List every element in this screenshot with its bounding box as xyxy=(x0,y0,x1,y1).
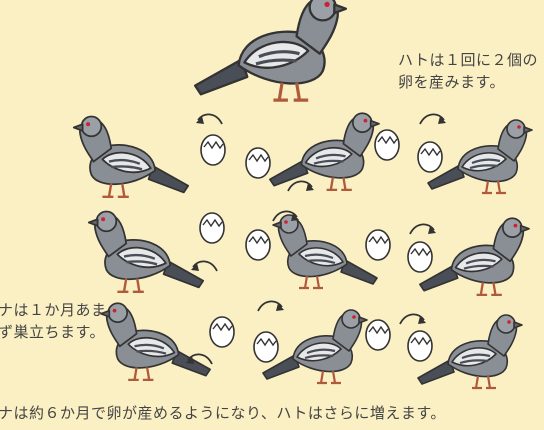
pigeon-row1-middle xyxy=(269,112,380,192)
pigeon-row3-left xyxy=(100,302,211,382)
egg-row2-d xyxy=(407,241,433,273)
left-text-line2: ず巣立ちます。 xyxy=(0,323,106,341)
pigeon-row1-right xyxy=(427,119,533,195)
arrow-row2-right xyxy=(409,223,436,235)
intro-text-line1: ハトは１回に２個の xyxy=(398,51,538,69)
egg-row3-b xyxy=(253,331,279,363)
arrow-row2-bottom xyxy=(191,260,218,272)
egg-row2-c xyxy=(365,229,391,261)
arrow-row1-right xyxy=(419,113,446,125)
intro-text-line2: 卵を産みます。 xyxy=(398,73,506,91)
left-text-line1: ナは１か月あま xyxy=(0,301,107,319)
egg-row3-c xyxy=(365,319,391,351)
egg-row3-a xyxy=(209,316,235,348)
pigeon-row2-left xyxy=(87,210,205,294)
arrow-row1-middle xyxy=(287,180,314,192)
egg-row1-c xyxy=(374,129,400,161)
egg-row2-b xyxy=(245,229,271,261)
egg-row3-d xyxy=(407,330,433,362)
pigeon-top xyxy=(193,0,348,102)
arrow-row1-left xyxy=(196,113,223,125)
pigeon-row3-middle xyxy=(262,309,368,385)
arrow-row3-top xyxy=(257,300,284,312)
arrow-row2-top xyxy=(272,210,299,222)
bottom-text: ナは約６か月で卵が産めるようになり、ハトはさらに増えます。 xyxy=(0,404,446,422)
egg-row1-d xyxy=(417,141,443,173)
arrow-row3-right xyxy=(399,313,426,325)
egg-row1-a xyxy=(200,134,226,166)
pigeon-row3-right xyxy=(417,314,523,390)
pigeon-row2-right xyxy=(419,217,530,297)
pigeon-row1-left xyxy=(72,115,190,199)
egg-row2-a xyxy=(199,212,225,244)
arrow-row3-bottom xyxy=(186,353,213,365)
pigeon-row2-middle xyxy=(272,214,378,290)
egg-row1-b xyxy=(245,147,271,179)
